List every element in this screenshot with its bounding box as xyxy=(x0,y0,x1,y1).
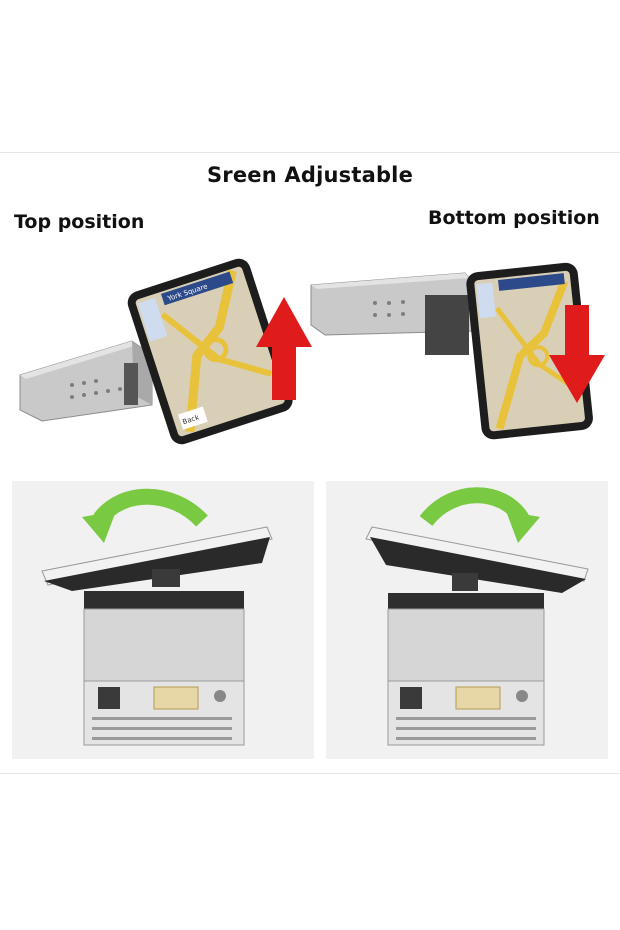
curved-arrow-right-icon xyxy=(419,487,540,543)
top-position-unit-image: York Square Back xyxy=(19,258,312,445)
bottom-position-unit-image xyxy=(310,262,605,440)
top-position-label: Top position xyxy=(14,211,145,233)
rotate-left-unit-image xyxy=(41,488,273,746)
bottom-position-label: Bottom position xyxy=(428,207,600,229)
page-title: Sreen Adjustable xyxy=(206,163,414,187)
rotate-right-unit-image xyxy=(365,487,589,746)
up-arrow-icon xyxy=(256,297,312,400)
down-arrow-icon xyxy=(549,305,605,403)
curved-arrow-left-icon xyxy=(82,488,208,543)
